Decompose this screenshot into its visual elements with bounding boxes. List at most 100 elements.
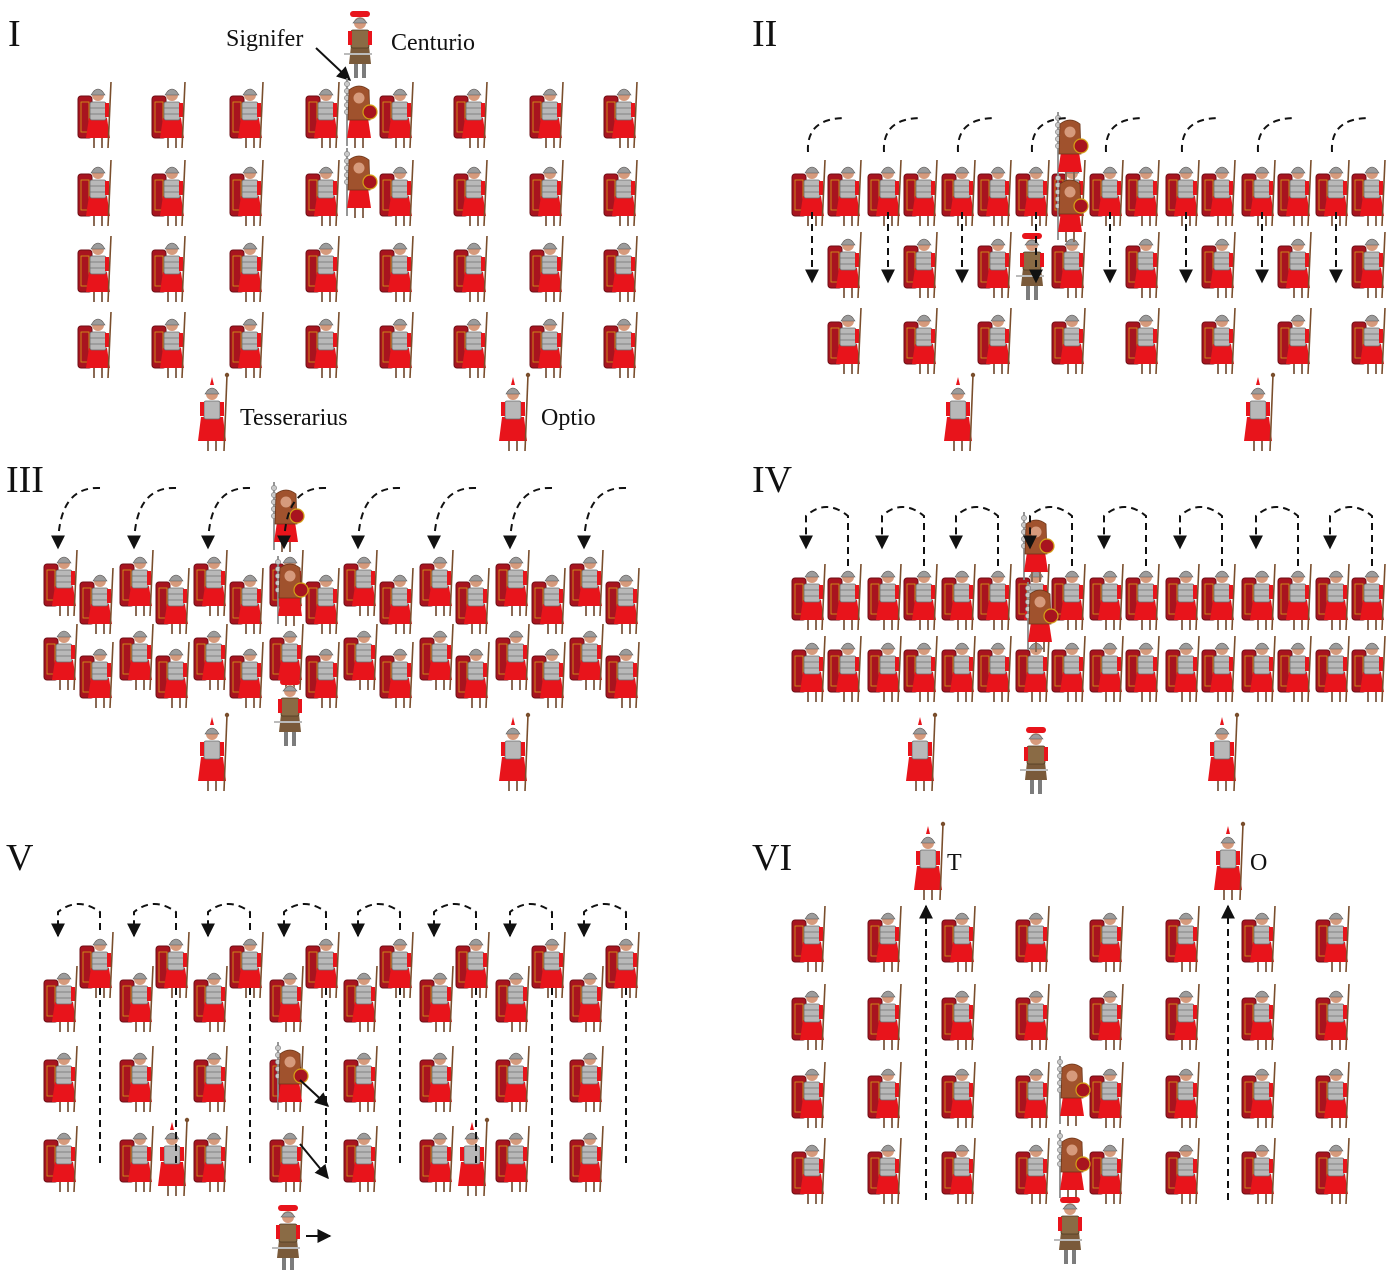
legionary-icon [495, 623, 530, 691]
legionary-icon [977, 635, 1012, 703]
legionary-icon [119, 623, 154, 691]
legionary-icon [791, 905, 826, 973]
legionary-icon [193, 1045, 228, 1113]
legionary-icon [977, 307, 1012, 375]
legionary-icon [419, 965, 454, 1033]
legionary-icon [495, 1045, 530, 1113]
legionary-icon [531, 641, 566, 709]
legionary-icon [1351, 159, 1386, 227]
legionary-icon [1051, 635, 1086, 703]
movement-arrow [201, 486, 251, 550]
legionary-icon [1351, 635, 1386, 703]
movement-arrow [351, 903, 401, 938]
legionary-icon [453, 235, 488, 303]
movement-arrow [799, 506, 849, 566]
legionary-icon [151, 81, 186, 149]
legionary-icon [903, 635, 938, 703]
optio-icon [1244, 372, 1276, 452]
legionary-icon [455, 641, 490, 709]
legionary-icon [531, 567, 566, 635]
legionary-icon [569, 549, 604, 617]
movement-arrow [956, 117, 997, 153]
legionary-icon [827, 563, 862, 631]
signifer-icon [275, 556, 309, 626]
legionary-icon [419, 623, 454, 691]
legionary-icon [305, 235, 340, 303]
legionary-icon [941, 1061, 976, 1129]
legionary-icon [343, 1045, 378, 1113]
legionary-icon [941, 159, 976, 227]
legionary-icon [1089, 905, 1124, 973]
legionary-icon [1165, 1137, 1200, 1205]
legionary-icon [941, 905, 976, 973]
legionary-icon [791, 1137, 826, 1205]
legionary-icon [605, 931, 640, 999]
legionary-icon [827, 159, 862, 227]
panel-v-numeral: V [6, 837, 34, 879]
optio-icon [458, 1117, 490, 1197]
legionary-icon [79, 641, 114, 709]
legionary-icon [1315, 563, 1350, 631]
legionary-icon [193, 965, 228, 1033]
legionary-icon [529, 81, 564, 149]
legionary-icon [977, 159, 1012, 227]
legionary-icon [977, 563, 1012, 631]
legionary-icon [495, 965, 530, 1033]
legionary-icon [77, 311, 112, 379]
legionary-icon [569, 965, 604, 1033]
legionary-icon [1241, 563, 1276, 631]
legionary-icon [1201, 159, 1236, 227]
legionary-icon [1015, 1137, 1050, 1205]
legionary-icon [151, 311, 186, 379]
legionary-icon [453, 311, 488, 379]
signifer-icon [1057, 1130, 1091, 1200]
legionary-icon [343, 623, 378, 691]
legionary-icon [379, 81, 414, 149]
signifer-icon [1025, 582, 1059, 652]
movement-arrow [299, 1079, 330, 1107]
legionary-icon [77, 159, 112, 227]
legionary-icon [305, 931, 340, 999]
legionary-icon [193, 549, 228, 617]
legionary-icon [269, 965, 304, 1033]
movement-arrow [277, 486, 327, 550]
optio-icon [1214, 821, 1246, 901]
legionary-icon [903, 231, 938, 299]
legionary-icon [455, 567, 490, 635]
legionary-icon [791, 635, 826, 703]
legionary-icon [119, 549, 154, 617]
legionary-icon [1201, 563, 1236, 631]
movement-arrow [127, 903, 177, 938]
legionary-icon [1089, 159, 1124, 227]
movement-arrow [351, 486, 401, 550]
legionary-icon [1201, 307, 1236, 375]
signifer-icon [344, 78, 378, 148]
legionary-icon [229, 931, 264, 999]
movement-arrows [51, 117, 1373, 1243]
legionary-icon [569, 623, 604, 691]
legionary-icon [155, 641, 190, 709]
legionary-icon [379, 235, 414, 303]
legionary-icon [941, 983, 976, 1051]
legionary-icon [941, 1137, 976, 1205]
legionary-icon [1241, 635, 1276, 703]
legionary-icon [1165, 905, 1200, 973]
legionary-icon [229, 641, 264, 709]
legionary-icon [1165, 159, 1200, 227]
tesserarius-label: Tesserarius [240, 405, 348, 431]
legionary-icon [1315, 1137, 1350, 1205]
centurio-icon [1016, 233, 1044, 300]
legionary-icon [343, 965, 378, 1033]
tesserarius-icon [906, 712, 938, 792]
legionary-icon [1015, 983, 1050, 1051]
legionary-icon [569, 1045, 604, 1113]
legionary-icon [941, 635, 976, 703]
movement-arrow [201, 903, 251, 938]
legionary-icon [1241, 159, 1276, 227]
movement-arrow [949, 506, 999, 566]
legionary-icon [1089, 635, 1124, 703]
legionary-icon [453, 159, 488, 227]
legionary-icon [305, 81, 340, 149]
signifer-label: Signifer [226, 26, 303, 52]
